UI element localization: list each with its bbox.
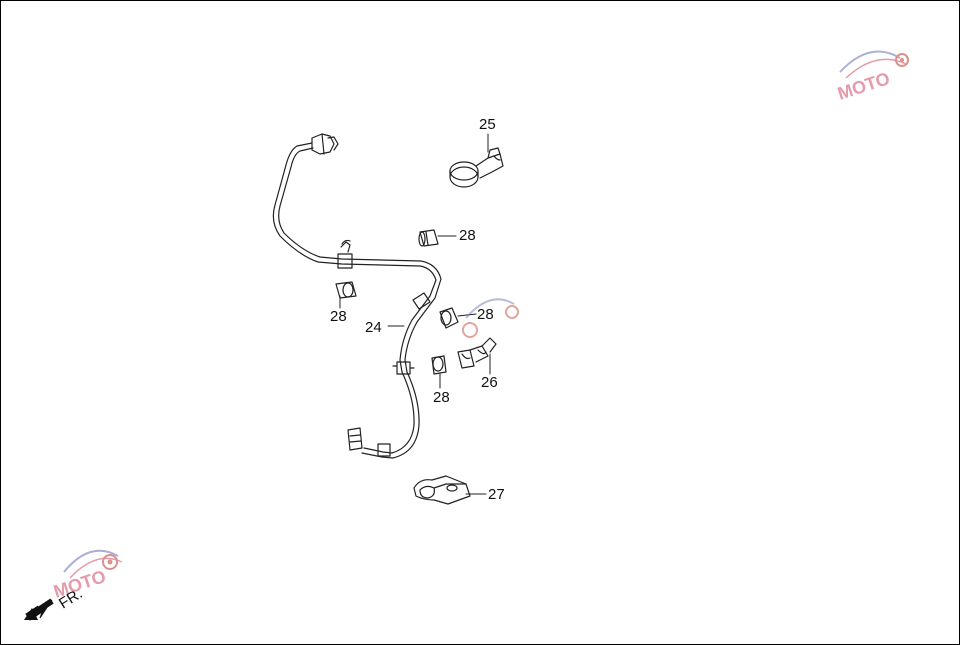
callout-28-b: 28 — [330, 308, 347, 325]
callout-28-d: 28 — [433, 389, 450, 406]
connector-bottom — [347, 427, 391, 457]
clip-26 — [457, 337, 497, 369]
watermark-logo-top-right: MOTO — [835, 50, 909, 104]
bracket-25 — [449, 147, 504, 188]
callout-27: 27 — [488, 486, 505, 503]
callout-28-a: 28 — [459, 227, 476, 244]
grommet-28-c — [439, 307, 459, 329]
grommet-28-d — [431, 355, 447, 375]
harness-24 — [272, 142, 442, 459]
grommet-28-a — [418, 229, 439, 247]
front-direction-arrow-icon — [24, 598, 54, 621]
callout-28-c: 28 — [477, 306, 494, 323]
svg-text:MOTO: MOTO — [835, 68, 892, 104]
watermark-logo-center — [462, 298, 519, 338]
bracket-27 — [413, 475, 471, 505]
grommet-mid — [392, 292, 431, 375]
callout-26: 26 — [481, 374, 498, 391]
grommet-28-b — [335, 281, 357, 299]
callout-24: 24 — [365, 319, 382, 336]
leader-lines — [339, 133, 491, 495]
callout-25: 25 — [479, 116, 496, 133]
clip-upper — [337, 239, 353, 269]
connector-top — [311, 133, 339, 155]
